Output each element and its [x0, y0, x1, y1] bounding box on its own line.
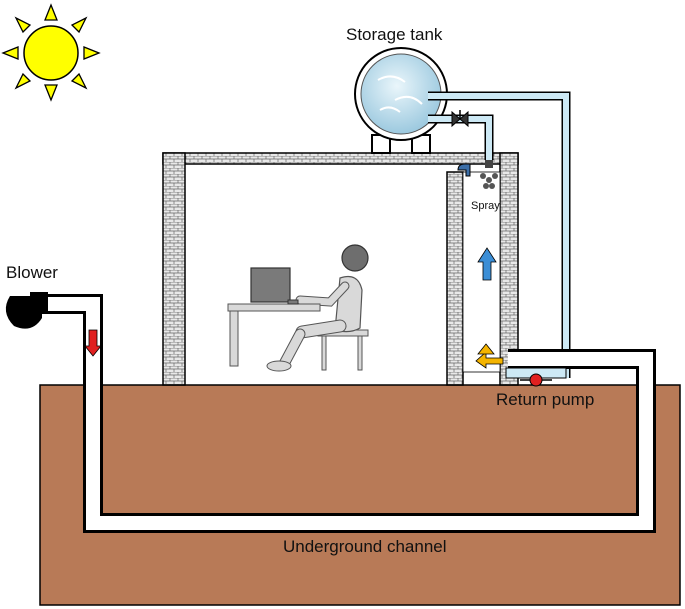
- person-icon: [266, 244, 369, 372]
- roof-slab: [162, 152, 519, 165]
- desk: [227, 303, 321, 367]
- computer-icon: [250, 267, 299, 305]
- arrow-up-blue-icon: [477, 247, 497, 281]
- spray-nozzle-icon: [480, 160, 498, 189]
- valve-icon: [451, 110, 469, 128]
- arrow-down-red-icon: [84, 329, 102, 357]
- storage-tank-icon: [354, 47, 448, 141]
- spray-label: Spray: [471, 200, 500, 212]
- cooling-duct: [462, 171, 501, 373]
- spray-supply-pipe: [428, 114, 494, 160]
- storage-tank-label: Storage tank: [346, 25, 443, 44]
- return-pump-icon: [520, 373, 552, 387]
- ground-soil: [39, 384, 681, 606]
- inner-wall: [446, 171, 464, 386]
- underground-channel-label: Underground channel: [283, 537, 447, 556]
- sun-icon: [1, 3, 101, 102]
- water-return-pipe: [428, 91, 571, 378]
- arrow-bend-yellow-icon: [475, 343, 504, 369]
- left-wall: [162, 152, 186, 386]
- underground-channel-duct: [40, 294, 656, 533]
- blower-icon: [5, 292, 48, 329]
- sensor-fitting: [457, 163, 471, 177]
- blower-label: Blower: [6, 263, 58, 282]
- return-pump-label: Return pump: [496, 390, 595, 409]
